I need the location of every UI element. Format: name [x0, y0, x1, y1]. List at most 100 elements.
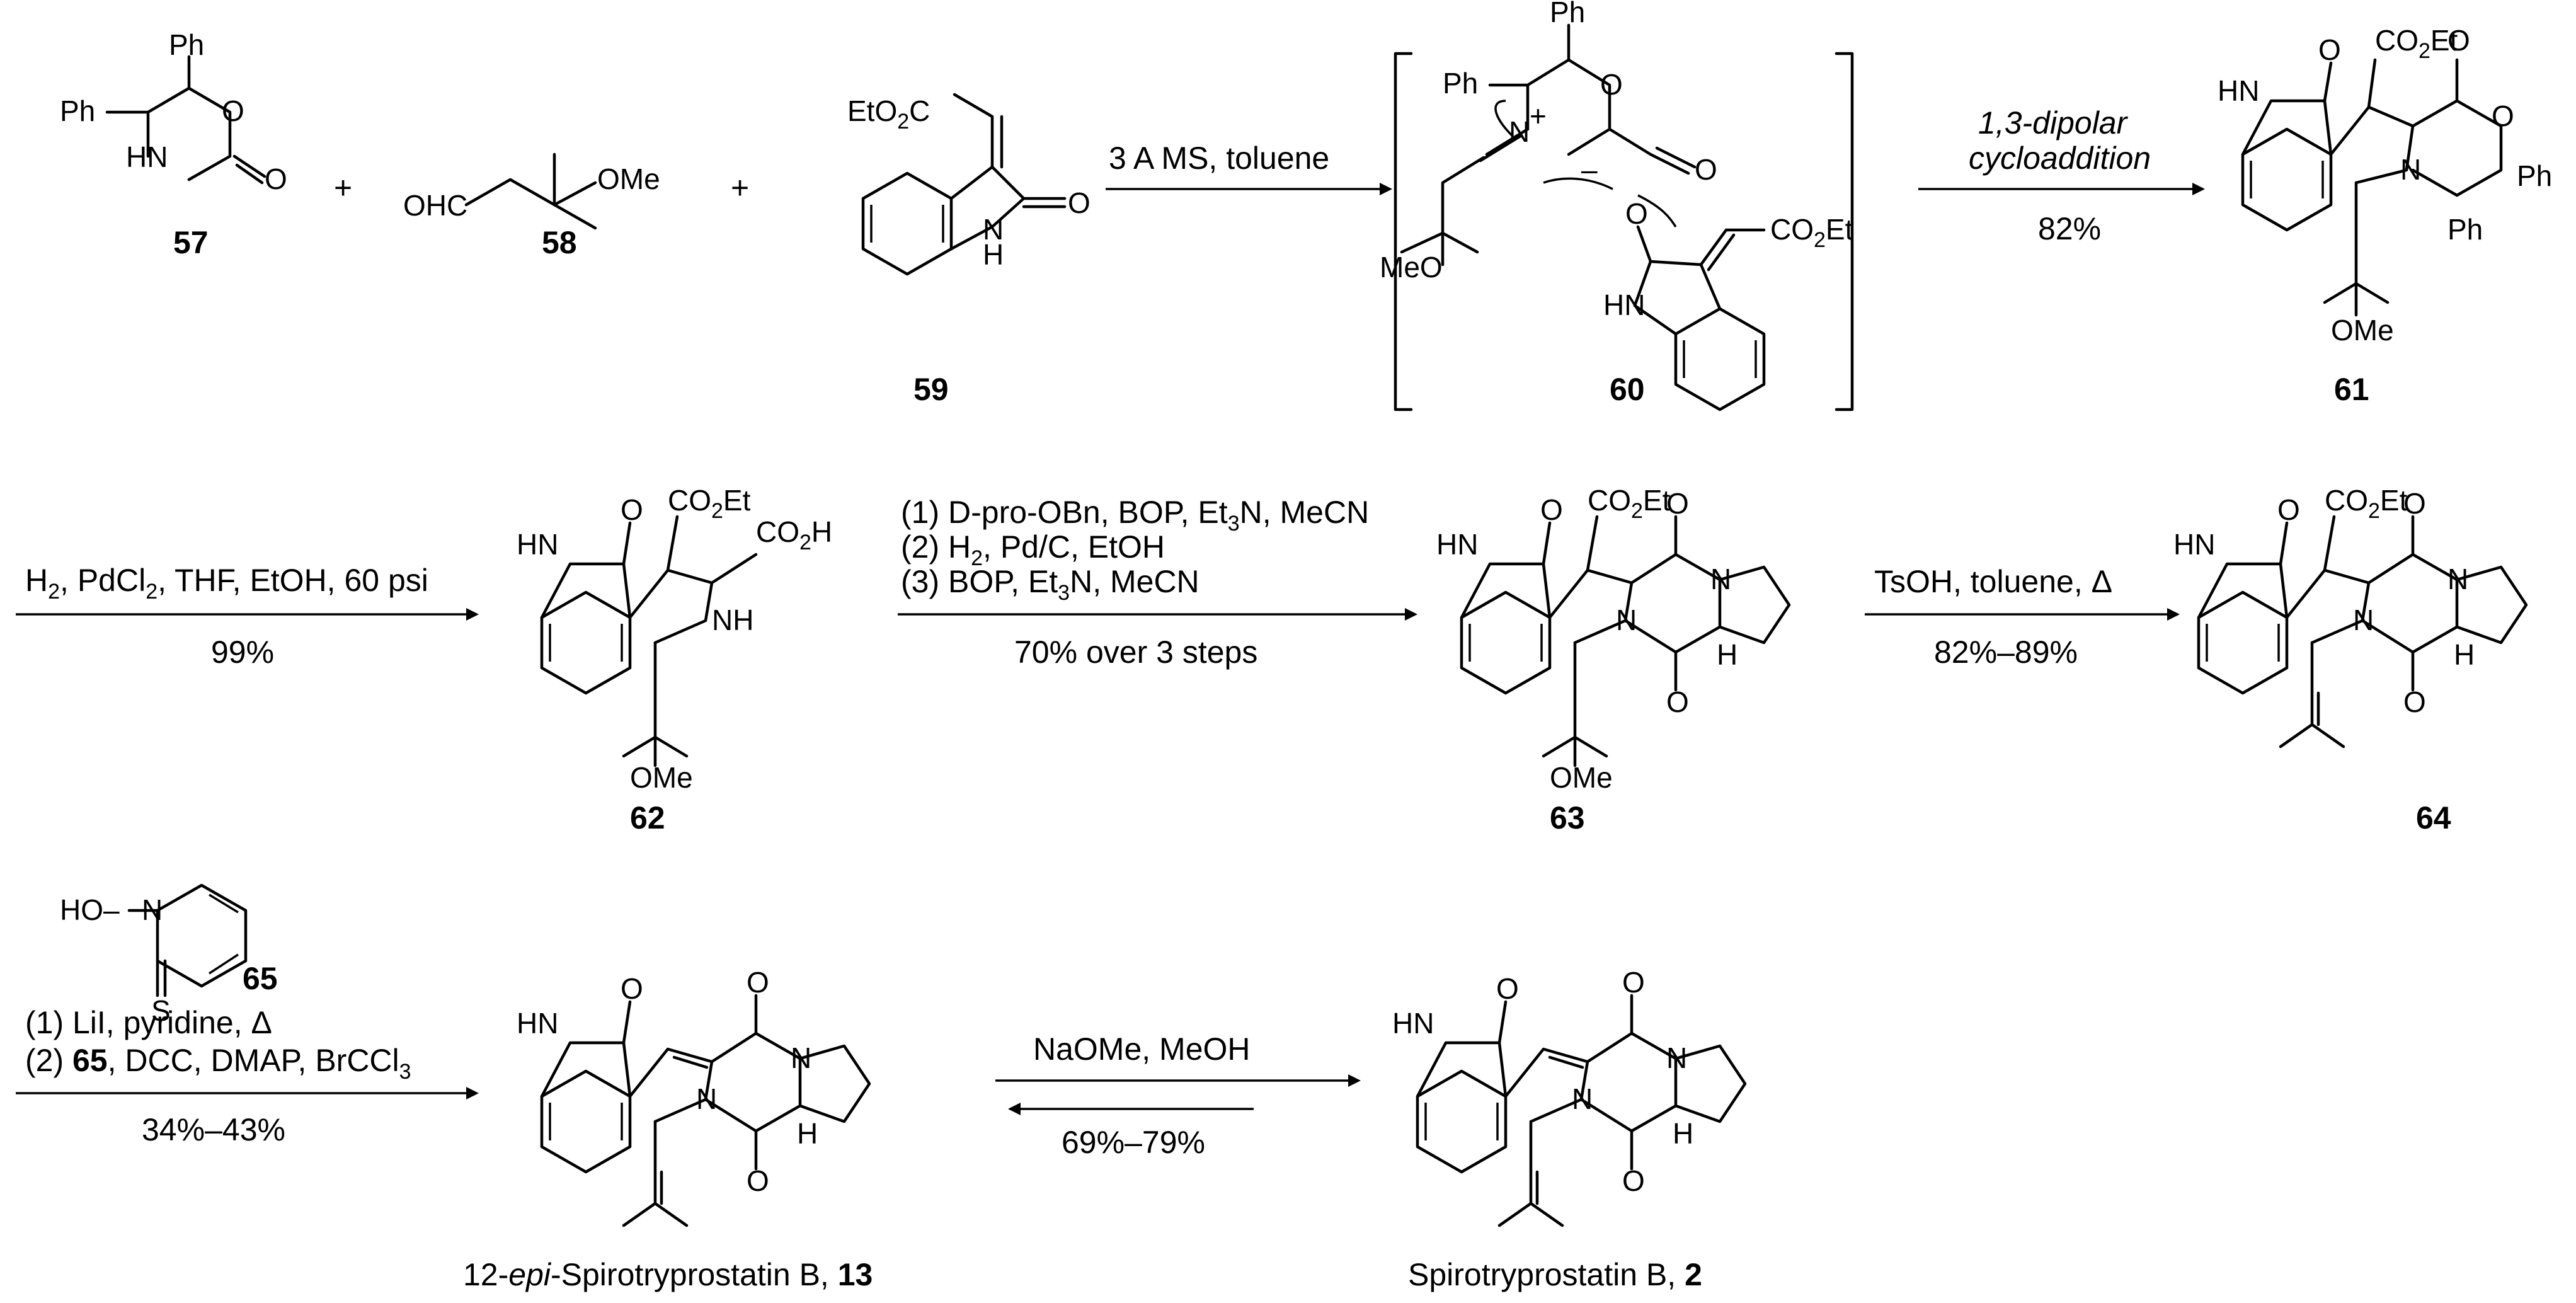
- ho-label: HO–: [60, 893, 120, 926]
- o-label: O: [222, 95, 244, 127]
- compound-59-structure: EtO2C O N H: [847, 93, 1091, 276]
- n-label: N: [1616, 604, 1637, 636]
- co2et-label: CO2Et: [1770, 213, 1853, 252]
- compound-63-label: 63: [1550, 800, 1585, 835]
- s-label: S: [151, 994, 171, 1027]
- compound-65-label: 65: [243, 961, 278, 996]
- n-label: N: [1710, 563, 1731, 595]
- hn-label: HN: [1436, 528, 1478, 561]
- ome-label: OMe: [1550, 761, 1613, 794]
- step3-conditions: H2, PdCl2, THF, EtOH, 60 psi: [25, 563, 428, 604]
- nh-label: NH: [712, 604, 753, 636]
- h-label: H: [797, 1117, 818, 1150]
- arrowhead: [466, 1087, 479, 1099]
- ome-label: OMe: [630, 761, 693, 794]
- o-label: O: [1666, 686, 1689, 718]
- step4-line2: (2) H2, Pd/C, EtOH: [901, 529, 1165, 570]
- arrowhead: [1008, 1103, 1021, 1115]
- hn-label: HN: [2218, 74, 2259, 107]
- o-label: O: [1622, 1164, 1645, 1197]
- o-label: O: [2447, 24, 2470, 57]
- step2-conditions-line2: cycloaddition: [1969, 141, 2151, 176]
- ome-label: OMe: [2331, 314, 2394, 347]
- compound-61-structure: HN O CO2Et O O N Ph Ph OMe: [2218, 24, 2552, 347]
- compound-2-name: Spirotryprostatin B, 2: [1408, 1257, 1702, 1292]
- compound-13-structure: HN O O N N O H: [517, 966, 871, 1227]
- ph-label: Ph: [2517, 159, 2552, 192]
- step4-line1: (1) D-pro-OBn, BOP, Et3N, MeCN: [901, 495, 1369, 536]
- ph-label: Ph: [2447, 213, 2483, 246]
- step2-yield: 82%: [2038, 211, 2101, 246]
- o-label: O: [1666, 487, 1689, 520]
- o-label: O: [621, 493, 643, 526]
- n-label: N: [1666, 1042, 1687, 1074]
- n-label: N: [1572, 1082, 1593, 1115]
- step3-yield: 99%: [211, 634, 274, 670]
- step6-yield: 34%–43%: [142, 1112, 285, 1147]
- o-label: O: [747, 966, 769, 999]
- co2h-label: CO2H: [756, 515, 832, 554]
- co2et-label: CO2Et: [2375, 24, 2458, 63]
- compound-61-label: 61: [2334, 372, 2369, 407]
- o-label: O: [2492, 100, 2514, 132]
- arrowhead: [2192, 183, 2205, 195]
- n-plus-label: +: [1530, 100, 1547, 132]
- o-label: O: [2318, 33, 2341, 66]
- minus-charge: –: [1581, 153, 1598, 186]
- o-label: O: [1540, 493, 1563, 526]
- step6-line1: (1) LiI, pyridine, Δ: [25, 1005, 272, 1040]
- plus-sign: +: [731, 170, 749, 205]
- n-label: N: [142, 893, 163, 926]
- ph-label: Ph: [169, 28, 204, 61]
- ohc-label: OHC: [403, 189, 467, 222]
- step4-line3: (3) BOP, Et3N, MeCN: [901, 564, 1199, 605]
- o-label: O: [621, 972, 643, 1005]
- step7-conditions: NaOMe, MeOH: [1033, 1031, 1251, 1067]
- co2et-label: CO2Et: [668, 484, 751, 523]
- h-label: H: [1717, 638, 1737, 671]
- n-label: N: [2447, 563, 2468, 595]
- step5-yield: 82%–89%: [1934, 634, 2078, 670]
- arrowhead: [1405, 608, 1417, 621]
- hn-label: HN: [1603, 289, 1645, 321]
- co2et-label: CO2Et: [1588, 484, 1671, 523]
- arrowhead: [1348, 1074, 1361, 1087]
- n-label: N: [2353, 604, 2374, 636]
- h-label: H: [2454, 638, 2475, 671]
- compound-60-label: 60: [1610, 372, 1645, 407]
- step4-yield: 70% over 3 steps: [1014, 634, 1257, 670]
- hn-label: HN: [2173, 528, 2215, 561]
- hn-label: HN: [126, 141, 168, 173]
- arrowhead: [1380, 183, 1392, 195]
- compound-57-label: 57: [173, 225, 209, 260]
- o-label: O: [2403, 487, 2426, 520]
- n-label: N: [696, 1082, 717, 1115]
- o-label: O: [1625, 197, 1648, 230]
- step2-conditions-line1: 1,3-dipolar: [1978, 105, 2129, 141]
- compound-62-structure: HN O CO2Et CO2H NH OMe: [517, 484, 832, 794]
- compound-59-label: 59: [913, 372, 949, 407]
- compound-58-label: 58: [542, 225, 577, 260]
- hn-label: HN: [517, 1007, 558, 1040]
- ome-label: OMe: [597, 163, 660, 195]
- ph-label: Ph: [1550, 0, 1585, 28]
- compound-65-structure: HO– N S: [60, 883, 248, 1027]
- n-label: N: [983, 213, 1004, 246]
- compound-64-structure: HN O CO2Et O N N O H: [2173, 484, 2528, 749]
- h-label: H: [1673, 1117, 1693, 1150]
- hn-label: HN: [517, 528, 558, 561]
- meo-label: MeO: [1380, 251, 1443, 284]
- compound-64-label: 64: [2416, 800, 2451, 835]
- o-label: O: [2403, 686, 2426, 718]
- plus-sign: +: [334, 170, 352, 205]
- step1-conditions: 3 A MS, toluene: [1109, 141, 1329, 176]
- arrowhead: [2167, 608, 2180, 621]
- hn-label: HN: [1392, 1007, 1434, 1040]
- o-label: O: [1496, 972, 1519, 1005]
- n-label: N: [2400, 153, 2421, 186]
- intermediate-60: Ph Ph O O N + – MeO O CO2Et HN: [1380, 0, 1854, 411]
- compound-57-structure: Ph Ph HN O O: [60, 28, 287, 195]
- compound-58-structure: OHC OMe: [403, 152, 660, 230]
- eto2c-label: EtO2C: [847, 95, 930, 134]
